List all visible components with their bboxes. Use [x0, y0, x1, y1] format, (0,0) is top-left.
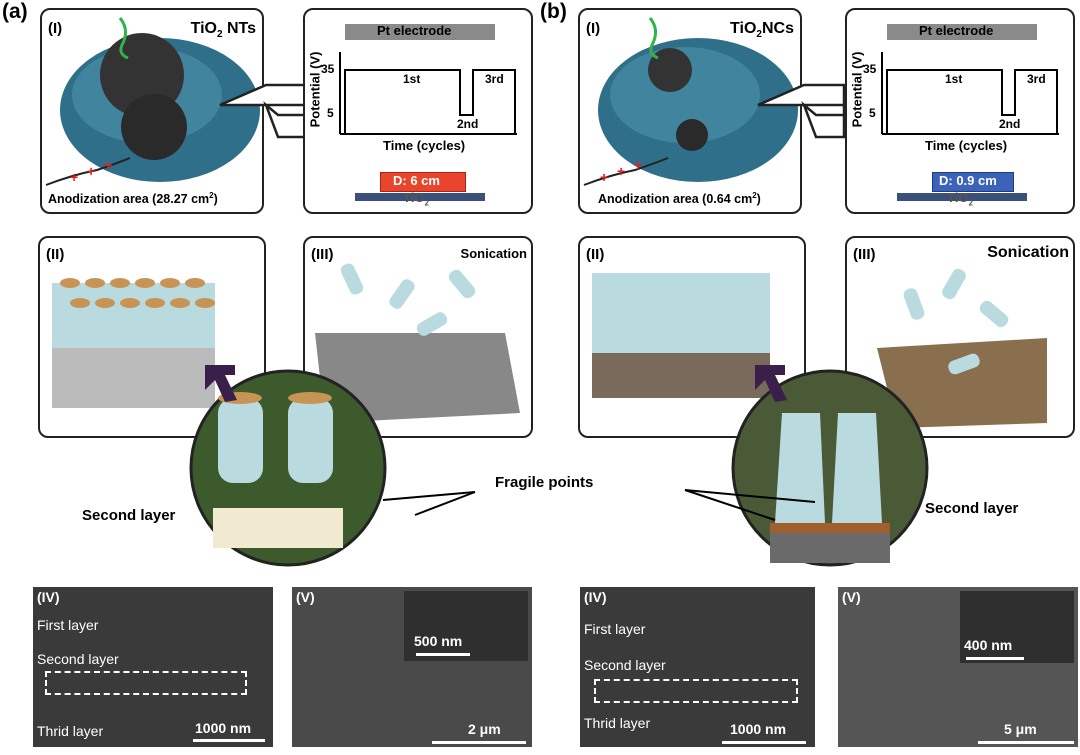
svg-text:+: + [617, 163, 625, 179]
panel-b-distance-box [932, 172, 1014, 192]
panel-a-iv-label: (IV) [37, 589, 60, 605]
panel-b-sonication-illustration [877, 268, 1047, 428]
pt-electrode-bar [345, 24, 495, 40]
panel-b-second-layer-highlight [594, 679, 798, 703]
panel-b-distance-label: D: 0.9 cm [939, 173, 997, 188]
panel-b-potential-box: Pt electrode Potential (V) 35 5 1st 2nd … [845, 8, 1075, 214]
panel-a-letter: (a) [2, 0, 28, 23]
panel-a-iv-scale-label: 1000 nm [195, 720, 252, 736]
panel-b-x-axis-label: Time (cycles) [925, 138, 1008, 153]
panel-a-sonication-label: Sonication [460, 246, 527, 261]
panel-a-i-label: (I) [48, 20, 63, 37]
panel-b-step-2nd: 2nd [999, 117, 1021, 131]
panel-a-v-scale-label: 2 μm [468, 721, 501, 737]
panel-b-ii-label: (II) [586, 246, 605, 263]
pt-electrode-label: Pt electrode [377, 23, 452, 38]
panel-a-second-layer-highlight [45, 671, 247, 695]
panel-a-distance-label: D: 6 cm [393, 173, 440, 188]
panel-a-callout-arrow [219, 83, 308, 139]
svg-text:+: + [104, 157, 112, 173]
panel-a-zoom-circle [189, 369, 387, 567]
panel-b-i-title: TiO2NCs [730, 20, 794, 41]
panel-b-i-label: (I) [586, 20, 601, 37]
panel-b-first-layer: First layer [584, 621, 646, 637]
panel-b-i-bowl-box: (I) TiO2NCs + + + Anodization area (0.64… [578, 8, 802, 214]
panel-b-v-label: (V) [842, 589, 861, 605]
panel-b-third-layer: Thrid layer [584, 715, 651, 731]
panel-b-iii-label: (III) [853, 246, 876, 263]
panel-b-substrate-label: TiO2 [947, 190, 973, 208]
svg-text:+: + [70, 169, 78, 185]
panel-b-tick-35: 35 [863, 62, 877, 76]
fragile-points-arrows [382, 489, 815, 521]
panel-b-potential-plot [881, 52, 1059, 135]
panel-b-zoom-arrow [755, 365, 787, 402]
nanotube-array-illustration [52, 278, 215, 408]
panel-b-v-sem: (V) 400 nm 5 μm [838, 587, 1078, 747]
panel-b-second-layer-sem: Second layer [584, 657, 666, 673]
panel-a-second-layer-label: Second layer [82, 507, 176, 524]
panel-b-pt-electrode-label: Pt electrode [919, 23, 994, 38]
panel-b-v-scale-bar [978, 741, 1074, 744]
panel-b-step-1st: 1st [945, 72, 963, 86]
panel-a-third-layer: Thrid layer [37, 723, 104, 739]
panel-b-v-inset-scale-label: 400 nm [964, 637, 1013, 653]
panel-a-v-scale-bar [432, 741, 526, 744]
panel-a-second-layer-sem: Second layer [37, 651, 119, 667]
panel-a-x-axis-label: Time (cycles) [383, 138, 466, 153]
panel-a-sonication-illustration [315, 263, 520, 423]
panel-b-tio2-substrate [897, 193, 1027, 201]
panel-b-v-inset [960, 591, 1074, 663]
panel-a-step-1st: 1st [403, 72, 421, 86]
panel-a-v-inset-scale-label: 500 nm [414, 633, 463, 649]
panel-b-iv-sem: (IV) First layer Second layer Thrid laye… [580, 587, 815, 747]
panel-a-iv-sem: (IV) First layer Second layer Thrid laye… [33, 587, 273, 747]
panel-a-ii-label: (II) [46, 246, 65, 263]
panel-a-anodization-area: Anodization area (28.27 cm2) [48, 190, 218, 206]
panel-a-first-layer: First layer [37, 617, 99, 633]
svg-text:+: + [87, 163, 95, 179]
panel-a-step-2nd: 2nd [457, 117, 479, 131]
panel-a-i-title: TiO2 NTs [190, 20, 256, 41]
panel-a-zoom-arrow [205, 365, 237, 402]
panel-b-iv-scale-label: 1000 nm [730, 721, 787, 737]
panel-b-callout-arrow [757, 83, 846, 139]
panel-a-step-3rd: 3rd [485, 72, 504, 86]
svg-text:+: + [634, 157, 642, 173]
panel-a-i-bowl-box: (I) TiO2 NTs + + + Anodization area (28.… [40, 8, 264, 214]
panel-a-potential-box: Pt electrode Potential (V) 35 5 1st 2nd … [303, 8, 533, 214]
panel-a-substrate-label: TiO2 [403, 190, 429, 208]
panel-b-letter: (b) [540, 0, 567, 23]
panel-b-iv-label: (IV) [584, 589, 607, 605]
panel-a-v-inset [404, 591, 528, 661]
panel-b-anodization-area: Anodization area (0.64 cm2) [598, 190, 761, 206]
panel-a-v-label: (V) [296, 589, 315, 605]
panel-a-iii-label: (III) [311, 246, 334, 263]
panel-b-step-3rd: 3rd [1027, 72, 1046, 86]
panel-b-v-inset-scale-bar [966, 657, 1024, 660]
panel-a-tio2-substrate [355, 193, 485, 201]
panel-b-ii-box: (II) [578, 236, 806, 438]
panel-a-distance-box [380, 172, 466, 192]
panel-b-zoom-circle [731, 369, 929, 567]
panel-b-nanocone-array-illustration [592, 273, 770, 398]
panel-b-iv-scale-bar [722, 741, 806, 744]
panel-b-sonication-label: Sonication [987, 244, 1069, 261]
panel-a-iv-scale-bar [193, 739, 265, 742]
potential-plot [339, 52, 517, 135]
panel-b-pt-electrode-bar [887, 24, 1037, 40]
panel-a-iii-box: (III) Sonication [303, 236, 533, 438]
svg-text:+: + [600, 169, 608, 185]
anodization-bowl-illustration: + + + [45, 17, 260, 186]
panel-a-tick-35: 35 [321, 62, 335, 76]
panel-b-bowl-illustration: + + + [583, 17, 798, 186]
panel-b-second-layer-label: Second layer [925, 500, 1019, 517]
panel-a-v-inset-scale-bar [416, 653, 470, 656]
panel-a-v-sem: (V) 500 nm 2 μm [292, 587, 532, 747]
panel-a-ii-box: (II) [38, 236, 266, 438]
panel-b-tick-5: 5 [869, 106, 876, 120]
fragile-points-label: Fragile points [495, 474, 594, 491]
panel-a-tick-5: 5 [327, 106, 334, 120]
panel-b-v-scale-label: 5 μm [1004, 721, 1037, 737]
